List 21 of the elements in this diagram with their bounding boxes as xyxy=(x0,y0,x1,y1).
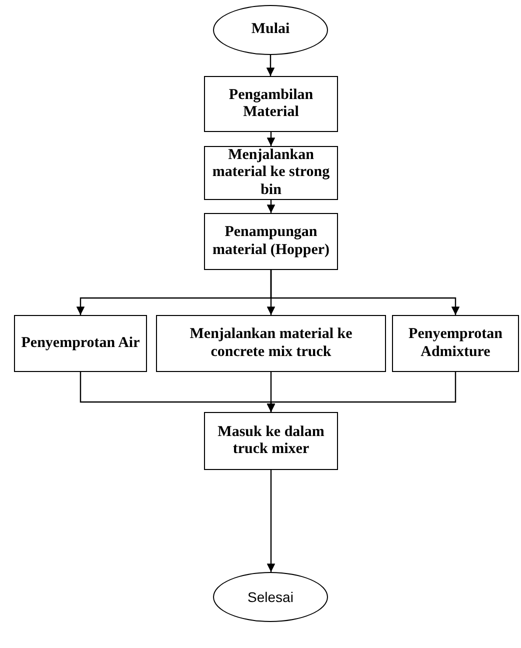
node-label: Menjalankan material ke concrete mix truck xyxy=(188,326,354,361)
node-label: Penyemprotan Air xyxy=(21,334,140,352)
node-label: Pengambilan Material xyxy=(228,86,314,122)
node-label: Penyemprotan Admixture xyxy=(408,326,504,361)
process-box xyxy=(156,315,386,372)
node-label: Menjalankan material ke strong bin xyxy=(211,147,331,199)
arrow xyxy=(266,372,456,412)
process-box xyxy=(204,412,338,470)
arrow xyxy=(270,270,460,315)
arrow xyxy=(266,470,276,572)
arrow xyxy=(266,200,276,213)
process-box xyxy=(204,76,338,132)
node-label: Selesai xyxy=(248,588,294,606)
node-label: Penampungan material (Hopper) xyxy=(211,224,331,259)
process-box xyxy=(204,213,338,270)
node-label: Mulai xyxy=(251,21,290,39)
arrow xyxy=(266,132,276,146)
node-label: Masuk ke dalam truck mixer xyxy=(216,424,326,458)
process-box xyxy=(14,315,147,372)
arrow xyxy=(266,55,275,76)
process-box xyxy=(392,315,519,372)
